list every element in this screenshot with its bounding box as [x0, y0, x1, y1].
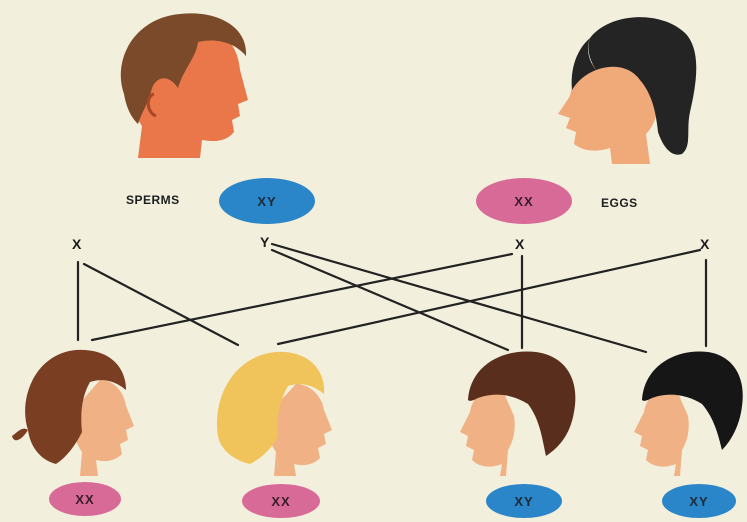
line-spermy-child3	[270, 248, 510, 352]
child-2-chromosome-oval: XX	[242, 484, 320, 518]
sperm-y-label: Y	[260, 234, 270, 250]
egg-x2-label: X	[700, 236, 710, 252]
mother-chromosome-oval: XX	[476, 178, 572, 224]
line-spermx-child2	[82, 262, 240, 347]
child-3-chromosome-oval: XY	[486, 484, 562, 518]
child-4-chromosome-oval: XY	[662, 484, 736, 518]
sperms-label: SPERMS	[126, 193, 180, 207]
sperm-x-label: X	[72, 236, 82, 252]
father-head	[120, 13, 248, 158]
egg-x1-label: X	[515, 236, 525, 252]
mother-head	[558, 17, 697, 164]
child-1-chromosome-oval: XX	[49, 482, 121, 516]
line-eggx1-child1	[90, 252, 514, 342]
eggs-label: EGGS	[601, 196, 638, 210]
son-1-head	[460, 351, 576, 476]
line-spermy-child4	[270, 242, 648, 354]
line-eggx2-child2	[276, 248, 702, 346]
father-chromosome-oval: XY	[219, 178, 315, 224]
daughter-1-head	[12, 349, 134, 476]
son-2-head	[634, 351, 743, 476]
daughter-2-head	[216, 351, 332, 476]
